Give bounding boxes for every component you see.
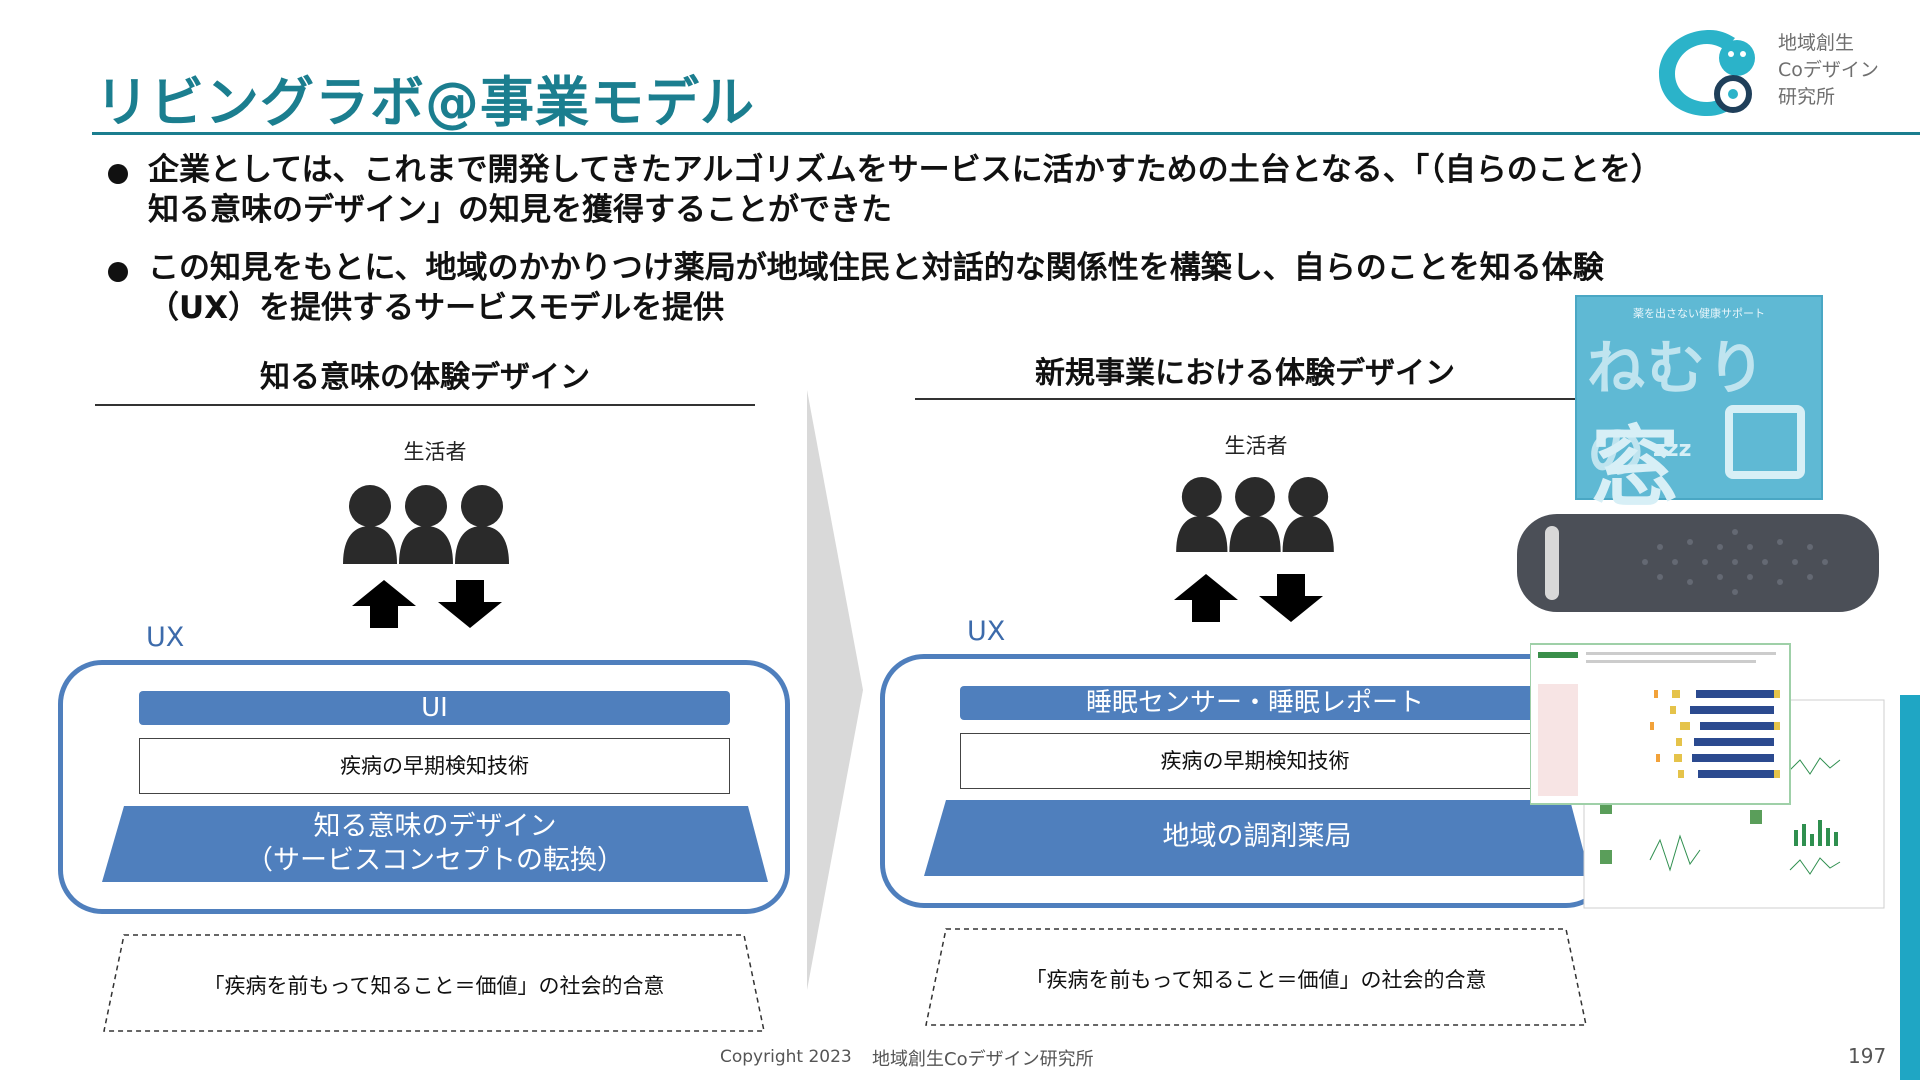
right-people-label: 生活者 [1224, 434, 1288, 458]
bullet-dot [108, 262, 128, 282]
side-accent-bar [1900, 695, 1920, 1080]
chevron-right-icon [807, 390, 863, 990]
logo-icon [1655, 24, 1765, 120]
right-consensus-text: 「疾病を前もって知ること＝価値」の社会的合意 [1025, 968, 1487, 992]
footer-org: 地域創生Coデザイン研究所 [872, 1049, 1094, 1070]
left-tech-box: 疾病の早期検知技術 [139, 738, 730, 794]
nemuri-brand-top: ねむりの [1587, 334, 1768, 486]
arrow-down-icon [1259, 574, 1323, 622]
right-base-trapezoid [924, 800, 1590, 876]
page-title: リビングラボ@事業モデル [95, 71, 755, 134]
left-base-line-1: 知る意味のデザイン [313, 811, 557, 842]
right-ux-label: UX [967, 616, 1006, 647]
logo-line-2: Coデザイン [1778, 59, 1879, 81]
zzz-icon: zzz [1653, 437, 1692, 462]
arrow-up-icon [1174, 574, 1238, 622]
bullet-text: この知見をもとに、地域のかかりつけ薬局が地域住民と対話的な関係性を構築し、自らの… [148, 248, 1604, 328]
logo-line-1: 地域創生 [1778, 32, 1855, 54]
arrow-down-icon [438, 580, 502, 628]
left-ui-bar: UI [139, 691, 730, 725]
left-consensus-text: 「疾病を前もって知ること＝価値」の社会的合意 [203, 974, 665, 998]
bullet-text: 企業としては、これまで開発してきたアルゴリズムをサービスに活かすための土台となる… [148, 150, 1662, 230]
left-base-line-2: （サービスコンセプトの転換） [246, 845, 624, 876]
left-ux-label: UX [146, 622, 185, 653]
people-group-icon [343, 484, 509, 564]
bullet-line: 企業としては、これまで開発してきたアルゴリズムをサービスに活かすための土台となる… [148, 152, 1662, 188]
left-people-label: 生活者 [403, 440, 467, 464]
left-section-rule [95, 404, 755, 406]
right-tech-box: 疾病の早期検知技術 [960, 733, 1550, 789]
title-divider [92, 132, 1920, 135]
bullet-dot [108, 164, 128, 184]
right-section-rule [915, 398, 1575, 400]
logo-text: 地域創生 Coデザイン 研究所 [1778, 30, 1879, 111]
window-square-icon [1725, 405, 1805, 479]
bullet-line: 知る意味のデザイン」の知見を獲得することができた [148, 192, 892, 228]
sleep-report-image [1530, 643, 1885, 909]
bullet-line: この知見をもとに、地域のかかりつけ薬局が地域住民と対話的な関係性を構築し、自らの… [148, 250, 1604, 286]
people-group-icon [1175, 476, 1335, 552]
right-section-heading: 新規事業における体験デザイン [1035, 356, 1455, 391]
sleep-sensor-image [1517, 514, 1879, 612]
nemuri-brand-bottom: 窓 [1591, 416, 1680, 519]
page-number: 197 [1848, 1044, 1887, 1068]
arrow-up-icon [352, 580, 416, 628]
right-ui-bar: 睡眠センサー・睡眠レポート [960, 686, 1550, 720]
footer-copyright: Copyright 2023 [720, 1047, 852, 1067]
nemuri-caption: 薬を出さない健康サポート [1633, 307, 1765, 320]
right-base-text: 地域の調剤薬局 [1162, 821, 1352, 852]
nemuri-no-mado-logo-image: 薬を出さない健康サポート ねむりの 窓 zzz [1575, 295, 1823, 519]
left-base-trapezoid [102, 806, 768, 882]
left-section-heading: 知る意味の体験デザイン [260, 360, 590, 395]
logo-line-3: 研究所 [1778, 86, 1836, 108]
bullet-line: （UX）を提供するサービスモデルを提供 [148, 290, 725, 326]
left-base-text: 知る意味のデザイン （サービスコンセプトの転換） [102, 810, 768, 878]
